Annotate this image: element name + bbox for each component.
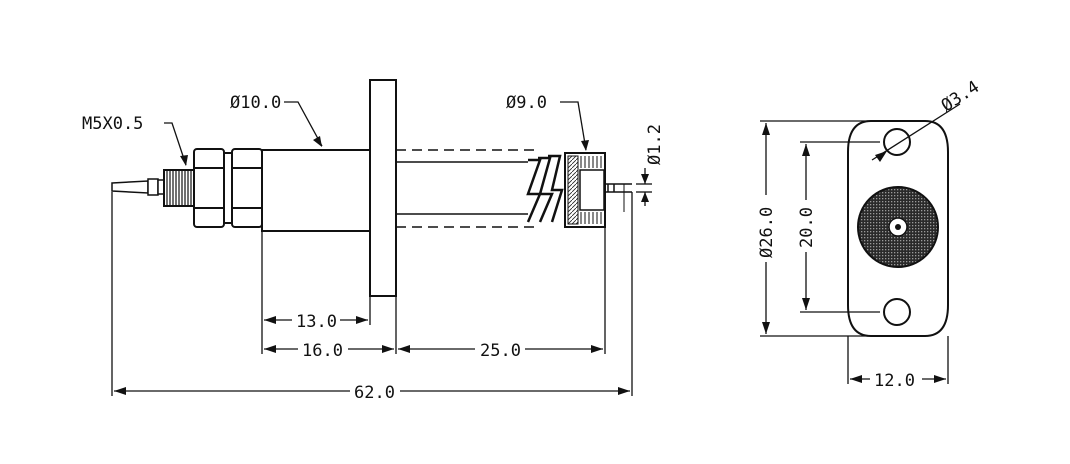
dim-16-label: 16.0 xyxy=(302,341,343,361)
hole-diameter-label: Ø3.4 xyxy=(938,77,983,116)
dimension-lines xyxy=(111,168,652,396)
hole-spacing-label: 20.0 xyxy=(797,207,817,248)
side-view xyxy=(111,79,652,396)
flange-height-label: Ø26.0 xyxy=(757,207,777,258)
knurled-cap xyxy=(564,152,606,228)
pin-tip xyxy=(605,183,632,193)
probe-body xyxy=(261,149,371,232)
thread-label: M5X0.5 xyxy=(82,114,143,134)
mounting-hole-top xyxy=(883,128,911,156)
leader-arrows xyxy=(180,136,589,166)
spring xyxy=(526,154,564,223)
front-view xyxy=(760,103,961,384)
dim-25-label: 25.0 xyxy=(480,341,521,361)
hex-nut-outer xyxy=(193,148,225,228)
barrel-outline xyxy=(395,149,535,231)
body-diameter-label: Ø10.0 xyxy=(230,93,281,113)
flange-plate xyxy=(369,79,397,297)
cap-diameter-label: Ø9.0 xyxy=(506,93,547,113)
washer xyxy=(223,152,233,224)
pin-diameter-label: Ø1.2 xyxy=(645,124,665,165)
pin-wire xyxy=(111,178,165,196)
dim-62-label: 62.0 xyxy=(354,383,395,403)
arrowheads xyxy=(114,174,649,395)
hex-nut-inner xyxy=(231,148,263,228)
dim-13-label: 13.0 xyxy=(296,312,337,332)
flange-width-label: 12.0 xyxy=(874,371,915,391)
mounting-hole-bottom xyxy=(883,298,911,326)
threaded-stud xyxy=(163,169,195,207)
leader-lines xyxy=(164,101,587,166)
front-arrowheads xyxy=(762,123,946,383)
